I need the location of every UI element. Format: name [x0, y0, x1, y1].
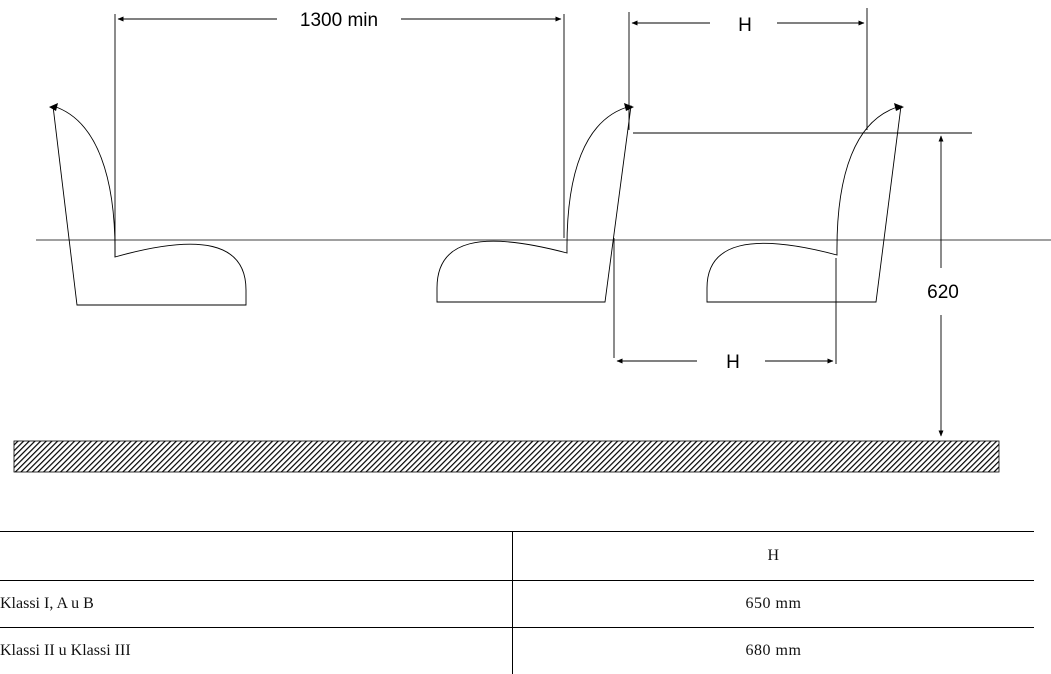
seat-right	[706, 105, 902, 303]
row-class-label: Klassi I, A u B	[0, 580, 513, 628]
h-bottom-label: H	[726, 352, 740, 373]
height-dimension	[633, 132, 972, 437]
h-top-label: H	[738, 15, 752, 36]
seat-left-top-arrowhead	[49, 103, 58, 111]
seat-spacing-label: 1300 min	[300, 10, 378, 31]
header-h-cell: H	[767, 547, 780, 564]
seat-spacing-dimension	[114, 14, 565, 257]
table-row: Klassi II u Klassi III 680 mm	[0, 627, 1034, 674]
seat-middle	[436, 105, 632, 303]
row-class-label: Klassi II u Klassi III	[0, 627, 513, 674]
seat-right-top-arrowhead	[894, 103, 904, 111]
seat-spacing-diagram: 1300 min H H 620	[13, 8, 1051, 473]
height-label: 620	[927, 282, 959, 303]
seat-spacing-table: H Klassi I, A u B 650 mm Klassi II u Kla…	[0, 531, 1034, 674]
floor-hatch	[13, 440, 1000, 473]
seat-left	[52, 105, 247, 306]
table-header-row: H	[0, 531, 1034, 581]
table-row: Klassi I, A u B 650 mm	[0, 580, 1034, 628]
h-top-dimension	[628, 8, 868, 130]
row-h-value: 650 mm	[745, 595, 802, 612]
header-label-cell	[0, 531, 513, 581]
row-h-value: 680 mm	[745, 642, 802, 659]
h-bottom-dimension	[613, 238, 837, 364]
